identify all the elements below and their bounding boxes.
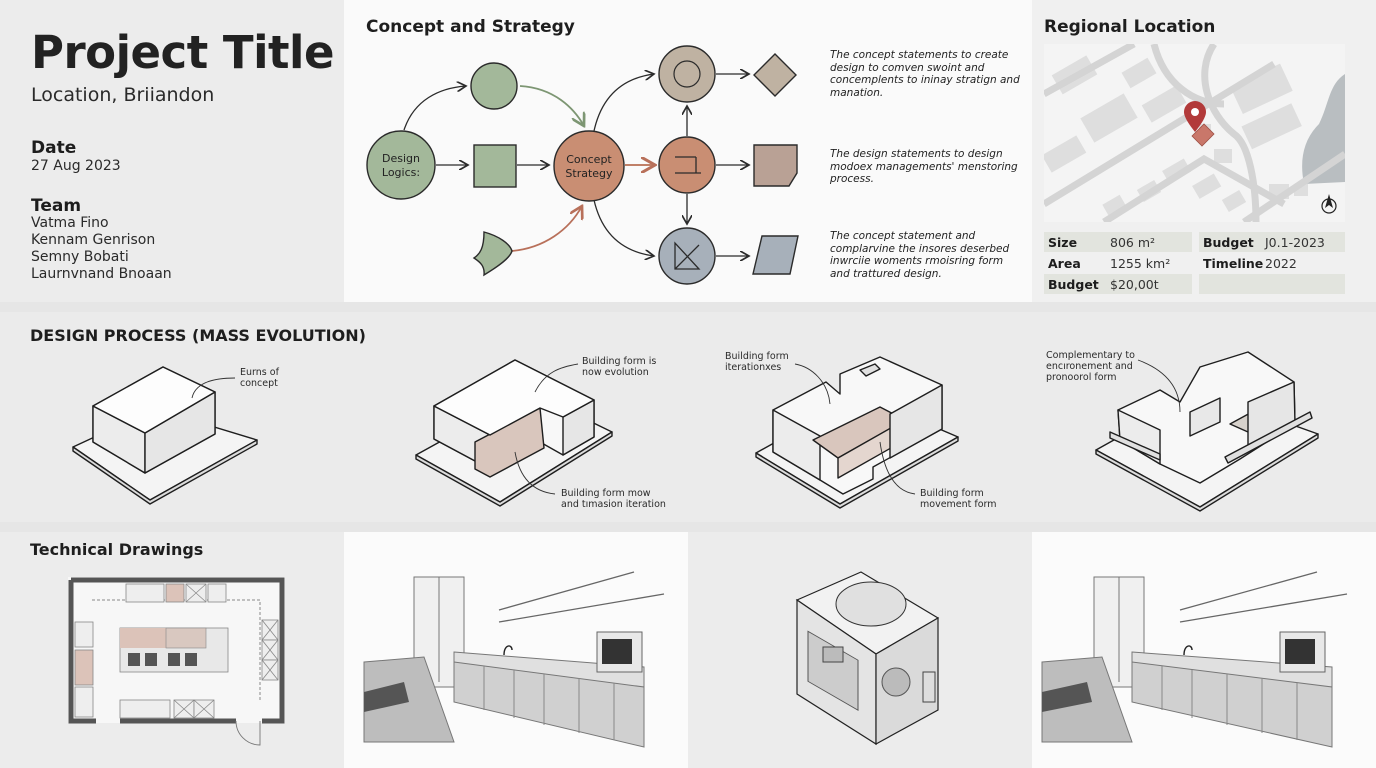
north-arrow-icon — [1321, 194, 1337, 214]
concept-heading: Concept and Strategy — [366, 17, 575, 37]
node-green-circle — [470, 62, 518, 110]
kitchen-perspective-render-2[interactable] — [1032, 532, 1376, 768]
node-design-logics — [366, 130, 436, 200]
mass-stage-2 — [415, 359, 613, 507]
floor-plan-drawing[interactable] — [0, 532, 344, 768]
concept-statement: The concept statements to create design … — [830, 49, 1020, 99]
info-key: Timeline — [1203, 255, 1264, 271]
output-parallelogram — [752, 235, 799, 275]
project-location: Location, Briiandon — [31, 84, 215, 106]
info-value: 1255 km² — [1110, 255, 1171, 271]
mass-evolution-diagram — [72, 351, 1319, 512]
info-value: 806 m² — [1110, 234, 1156, 250]
info-row-area: Area 1255 km² — [1044, 253, 1192, 273]
project-info-panel: Project Title Location, Briiandon Date 2… — [0, 0, 344, 302]
output-document — [753, 144, 798, 187]
team-member: Laurnvnand Bnoaan — [31, 266, 172, 282]
water-body — [1302, 74, 1345, 184]
info-value: $20,00t — [1110, 276, 1159, 292]
output-diamond — [753, 53, 797, 97]
region-heading: Regional Location — [1044, 17, 1216, 37]
node-process — [658, 136, 716, 194]
door-swing — [235, 720, 261, 746]
info-key: Size — [1048, 234, 1078, 250]
cycle-icon — [673, 60, 701, 88]
project-title: Project Title — [31, 26, 334, 79]
info-row-budget-date: Budget J0.1-2023 — [1199, 232, 1345, 252]
process-heading: DESIGN PROCESS (MASS EVOLUTION) — [30, 326, 366, 345]
node-green-shield — [472, 231, 513, 277]
appliance-dome — [835, 581, 907, 627]
connector-arrow — [519, 85, 584, 126]
team-member: Kennam Genrison — [31, 232, 156, 248]
team-member: Semny Bobati — [31, 249, 129, 265]
technical-heading: Technical Drawings — [30, 540, 204, 559]
technical-drawings-panel: Technical Drawings — [0, 532, 344, 768]
info-value: J0.1-2023 — [1265, 234, 1325, 250]
mass-stage-3 — [755, 356, 959, 509]
info-row-budget: Budget $20,00t — [1044, 274, 1192, 294]
node-design-logics-label: Logics: — [382, 166, 420, 179]
team-member: Vatma Fino — [31, 215, 109, 231]
regional-location-panel: Regional Location — [1032, 0, 1376, 302]
design-process-panel: DESIGN PROCESS (MASS EVOLUTION) — [0, 312, 1376, 522]
node-design-logics-label: Design — [382, 152, 420, 165]
kitchen-perspective-graphic-2 — [1041, 571, 1348, 748]
appliance-isometric-graphic — [795, 571, 940, 746]
location-map[interactable] — [1044, 44, 1345, 222]
process-icon — [675, 156, 701, 174]
connector-arrow — [593, 74, 654, 132]
info-row-empty — [1199, 274, 1345, 294]
node-concept-strategy — [553, 130, 625, 202]
concept-strategy-panel: Concept and Strategy Design — [344, 0, 1032, 302]
info-row-size: Size 806 m² — [1044, 232, 1192, 252]
site-parcel — [1191, 123, 1215, 147]
info-value: 2022 — [1265, 255, 1297, 271]
kitchen-perspective-graphic — [363, 571, 665, 748]
connector-arrow — [511, 206, 582, 252]
node-cycle — [658, 45, 716, 103]
date-label: Date — [31, 138, 77, 158]
node-green-square — [473, 144, 517, 188]
node-concept-strategy-label: Concept — [566, 153, 612, 166]
connector-arrow — [403, 86, 466, 131]
map-graphic — [1044, 44, 1345, 222]
concept-diagram: Design Logics: Concept Strategy — [366, 45, 799, 285]
mass-stage-1 — [72, 366, 258, 505]
info-key: Area — [1048, 255, 1081, 271]
date-value: 27 Aug 2023 — [31, 158, 121, 174]
info-row-timeline: Timeline 2022 — [1199, 253, 1345, 273]
appliance-control-panel — [807, 630, 859, 711]
mass-stage-4 — [1095, 351, 1319, 512]
appliance-isometric-render[interactable] — [688, 532, 1032, 768]
connector-arrow — [593, 199, 654, 256]
location-pin-icon — [1184, 101, 1206, 132]
info-key: Budget — [1203, 234, 1254, 250]
node-concept-strategy-label: Strategy — [565, 167, 613, 180]
concept-statement: The concept statement and complarvine th… — [830, 230, 1010, 280]
kitchen-perspective-render[interactable] — [344, 532, 688, 768]
team-label: Team — [31, 196, 82, 216]
concept-statement: The design statements to design modoex m… — [830, 148, 1018, 185]
info-key: Budget — [1048, 276, 1099, 292]
triangle-icon — [674, 241, 701, 270]
